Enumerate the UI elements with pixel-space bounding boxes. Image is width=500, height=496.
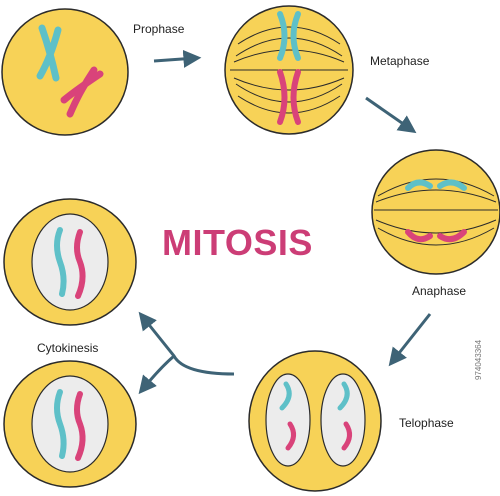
arrow-telophase-to-cytokinesis-upper bbox=[138, 311, 235, 376]
cytokinesis-cell-lower bbox=[3, 360, 137, 488]
blue-chromosome bbox=[36, 26, 62, 80]
label-telophase: Telophase bbox=[399, 416, 454, 430]
arrows bbox=[138, 49, 432, 395]
arrow-telophase-to-cytokinesis-lower bbox=[138, 354, 175, 395]
arrow-anaphase-to-telophase bbox=[388, 313, 432, 367]
image-id: 974043364 bbox=[474, 339, 483, 380]
label-anaphase: Anaphase bbox=[412, 284, 467, 298]
anaphase-cell bbox=[371, 149, 500, 275]
label-metaphase: Metaphase bbox=[370, 54, 430, 68]
arrow-metaphase-to-anaphase bbox=[365, 96, 417, 134]
arrow-prophase-to-metaphase bbox=[153, 49, 202, 68]
metaphase-cell bbox=[224, 5, 354, 135]
prophase-cell bbox=[1, 8, 129, 136]
pink-chromosome bbox=[66, 66, 98, 118]
diagram-title: MITOSIS bbox=[162, 222, 313, 263]
label-cytokinesis: Cytokinesis bbox=[37, 341, 99, 355]
label-prophase: Prophase bbox=[133, 22, 185, 36]
cytokinesis-cell-upper bbox=[3, 198, 137, 326]
telophase-cell bbox=[248, 350, 382, 492]
